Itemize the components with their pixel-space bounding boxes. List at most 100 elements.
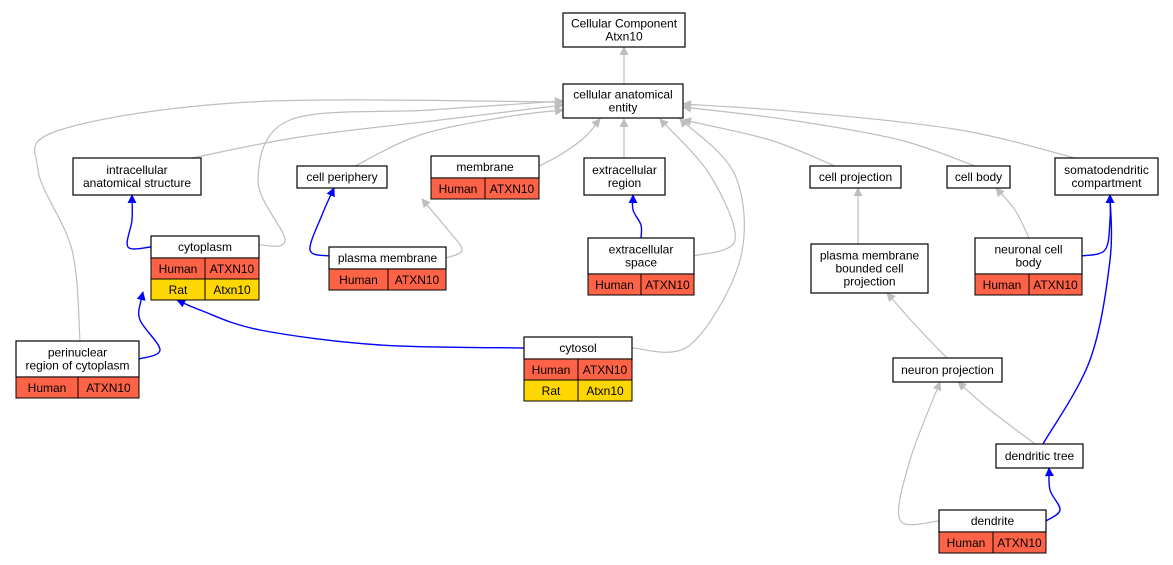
node-label: region [608,176,641,190]
gene-cell [77,376,140,399]
node-label: extracellular [592,163,657,177]
node-label: neuron projection [901,363,994,377]
species-label: Human [532,363,571,377]
gene-label: ATXN10 [997,536,1042,550]
node-box [946,165,1011,189]
node-box [15,340,140,378]
node-box [892,357,1003,383]
annotation-row-human: Human ATXN10 [938,531,1047,554]
node-box [562,83,684,119]
gene-label: ATXN10 [210,262,255,276]
annotation-row-human: Human ATXN10 [523,358,633,381]
edge-cytoplasm-to-cellular-anatomical-entity [257,97,564,247]
edge-cell-projection-to-cellular-anatomical-entity [682,117,836,167]
species-label: Human [28,381,67,395]
node-dendritic-tree[interactable]: dendritic tree [995,443,1084,469]
node-label: projection [843,275,895,289]
node-label: cytoplasm [178,240,232,254]
edge-neuron-projection-to-plasma-membrane-bounded-cell-projection [886,292,948,359]
gene-label: ATXN10 [395,273,440,287]
node-label: cytosol [559,341,596,355]
node-cell-projection[interactable]: cell projection [809,165,902,189]
node-label: space [625,256,657,270]
node-label: plasma membrane [820,249,920,263]
node-box [810,243,929,294]
edge-cytosol-to-cellular-anatomical-entity [631,118,745,353]
annotation-row-human: Human ATXN10 [15,376,140,399]
edge-somatodendritic-compartment-to-cellular-anatomical-entity [682,100,1076,159]
node-box [809,165,902,189]
gene-label: ATXN10 [86,381,131,395]
species-label: Human [947,536,986,550]
node-label: somatodendritic [1064,163,1149,177]
gene-label: Atxn10 [213,283,251,297]
node-label: plasma membrane [338,251,438,265]
node-label: compartment [1071,176,1142,190]
edge-perinuclear-region-to-cellular-anatomical-entity [34,97,564,342]
node-label: bounded cell [835,262,903,276]
edge-dendrite-to-neuron-projection [897,381,942,526]
node-box [72,157,202,196]
node-box [587,237,695,275]
gene-cell [484,177,540,200]
gene-cell [387,268,447,291]
node-label: cell projection [819,170,892,184]
annotation-row-rat: Rat Atxn10 [150,278,260,301]
edge-dendrite-to-dendritic-tree [1044,467,1061,522]
gene-cell [1028,273,1083,296]
edge-intracellular-anatomical-structure-to-cellular-anatomical-entity [191,101,564,159]
edge-neuronal-cell-body-to-somatodendritic-compartment [1081,194,1115,257]
node-label: intracellular [106,163,167,177]
node-label: Atxn10 [605,30,643,44]
species-label: Human [159,262,198,276]
edge-plasma-membrane-to-membrane [421,198,463,259]
gene-cell [640,273,695,296]
gene-cell [204,278,260,301]
node-label: region of cytoplasm [25,359,129,373]
edge-dendritic-tree-to-somatodendritic-compartment [1042,194,1115,445]
node-box [995,443,1084,469]
node-label: cell body [955,170,1002,184]
edge-cytoplasm-to-intracellular-anatomical-structure [126,194,152,250]
gene-cell [577,379,633,402]
gene-label: ATXN10 [583,363,628,377]
species-label: Rat [542,384,561,398]
edge-dendritic-tree-to-neuron-projection [957,381,1036,445]
node-neuron-projection[interactable]: neuron projection [892,357,1003,383]
node-cell-body[interactable]: cell body [946,165,1011,189]
node-label: extracellular [609,243,674,257]
node-label: cell periphery [306,170,377,184]
edge-plasma-membrane-to-cell-periphery [309,187,335,257]
species-label: Human [439,182,478,196]
node-box [296,165,388,189]
gene-label: ATXN10 [645,278,690,292]
edge-extracellular-space-to-extracellular-region [628,194,643,239]
node-cell-periphery[interactable]: cell periphery [296,165,388,189]
species-label: Rat [169,283,188,297]
edge-cytosol-to-cytoplasm [176,299,525,349]
node-box [1054,157,1159,196]
node-label: neuronal cell [994,243,1062,257]
node-label: Cellular Component [571,17,678,31]
node-label: membrane [456,160,514,174]
edge-cell-body-to-cellular-anatomical-entity [682,103,976,167]
node-label: dendrite [971,514,1015,528]
